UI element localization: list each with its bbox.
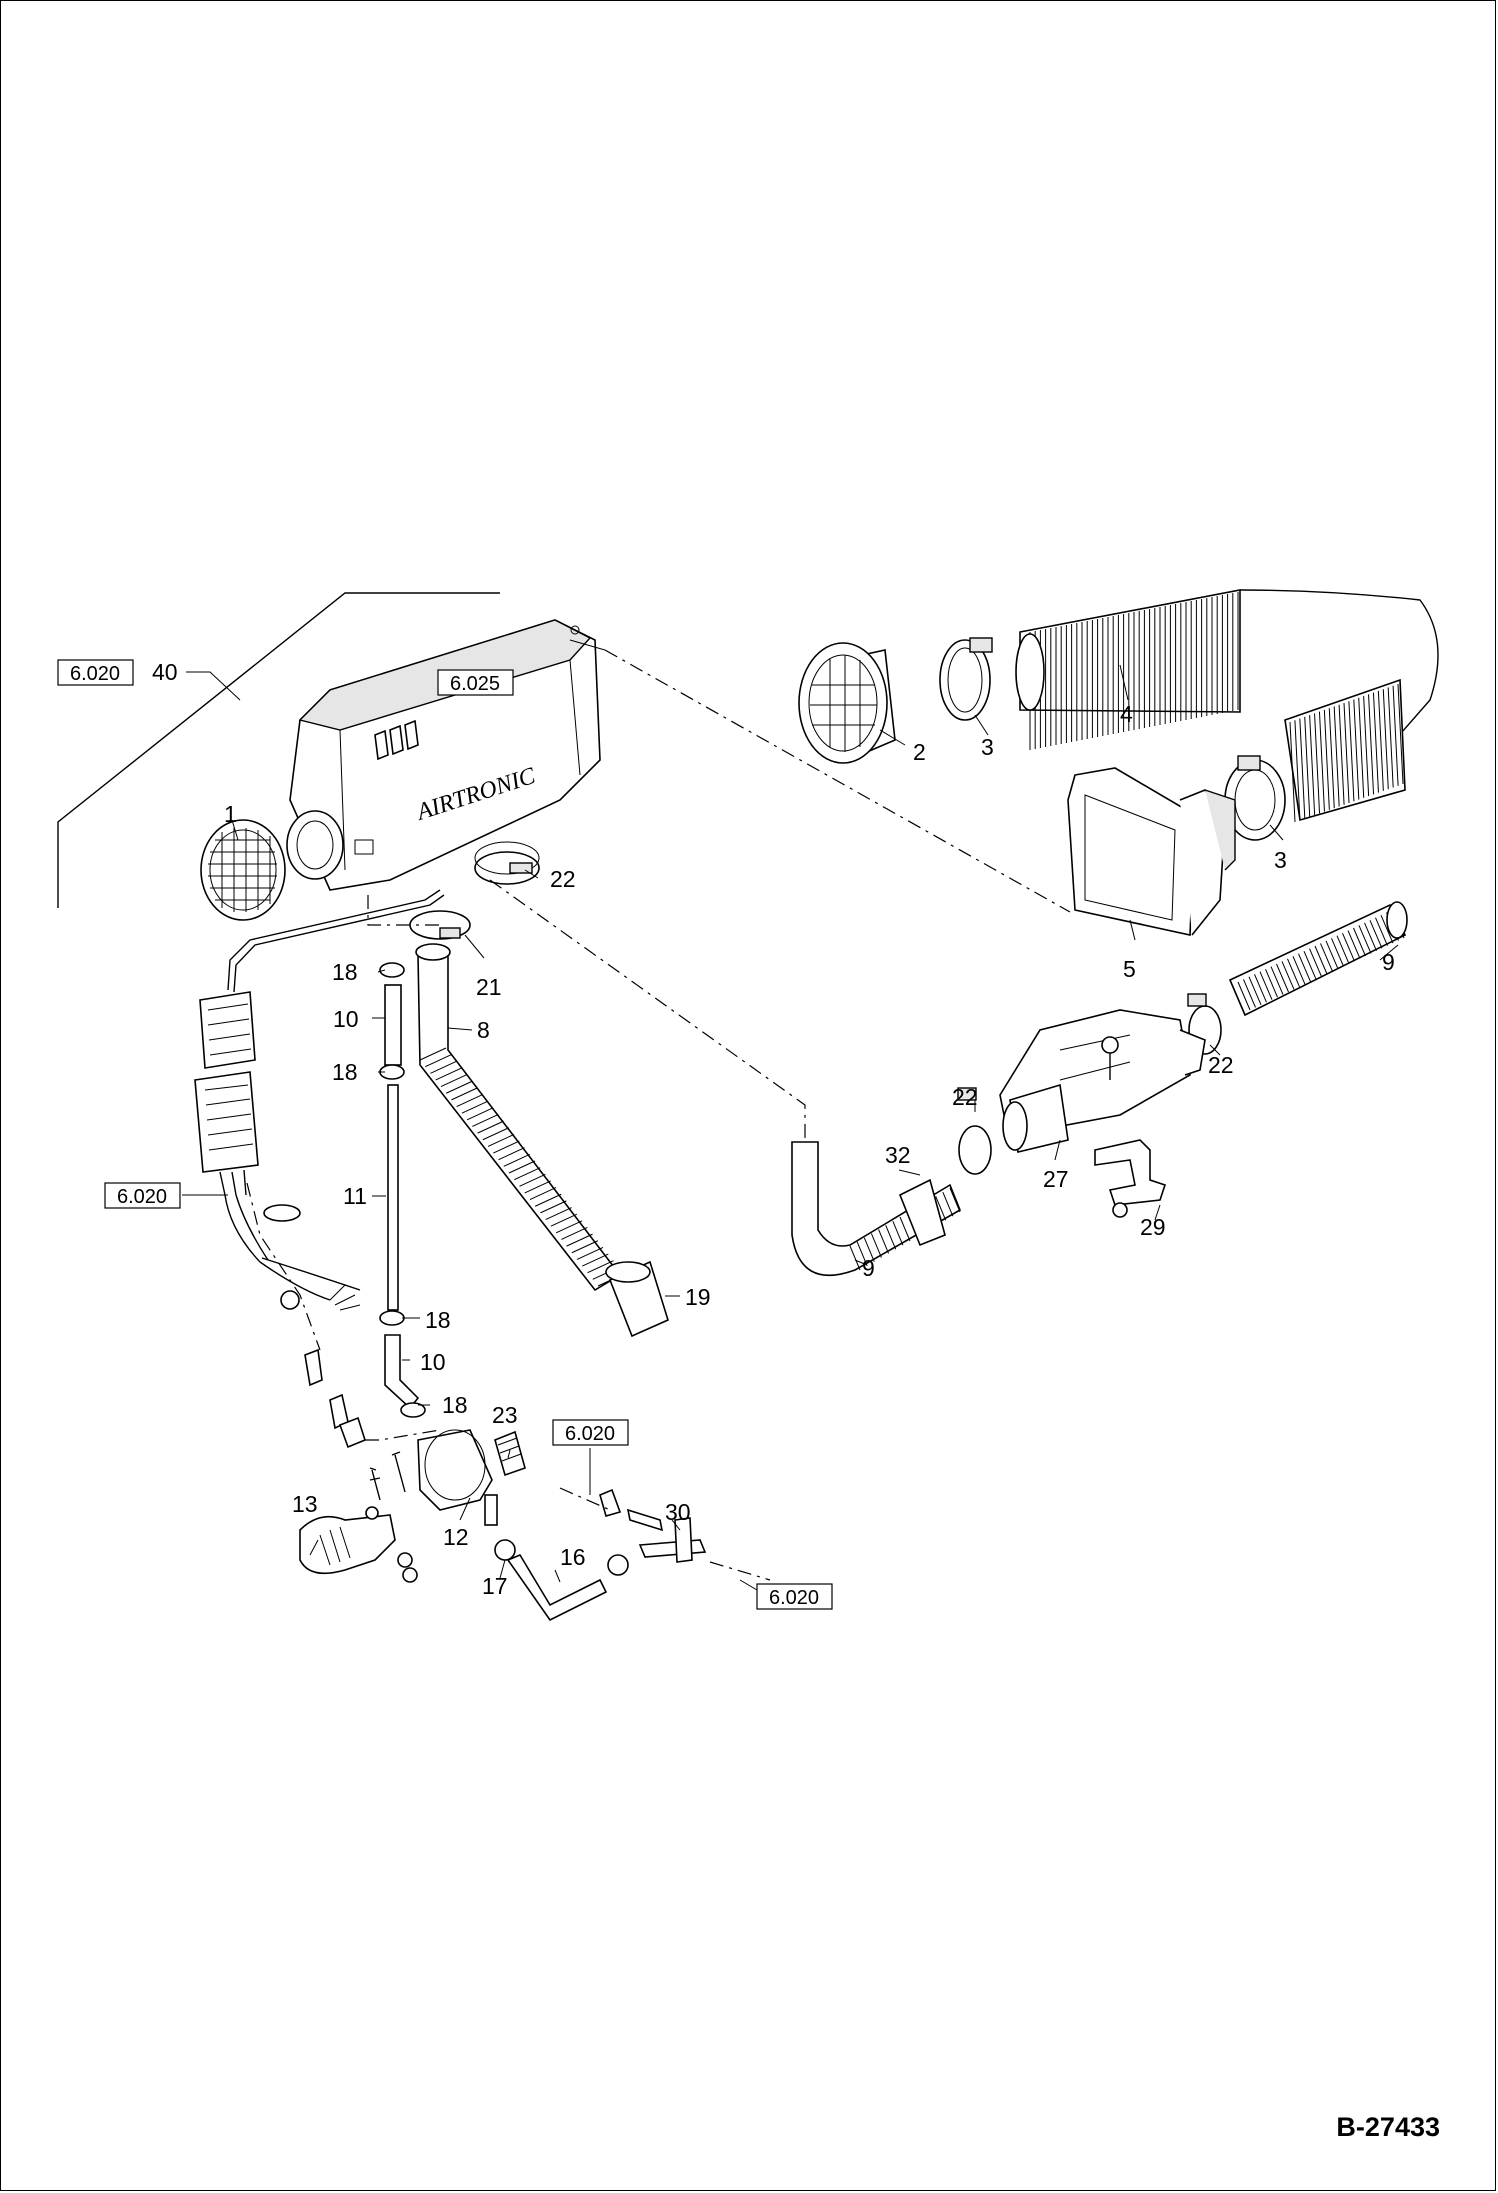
hose-clamp-lower <box>1224 755 1286 841</box>
air-distributor-box <box>1067 767 1236 936</box>
callout-5: 5 <box>1123 956 1136 982</box>
svg-text:6.020: 6.020 <box>565 1423 615 1445</box>
callout-1: 1 <box>224 801 237 827</box>
callout-22c: 22 <box>1208 1052 1234 1078</box>
callout-9b: 9 <box>862 1255 875 1281</box>
tee-connector-30 <box>599 1488 707 1563</box>
exhaust-hose <box>791 1141 962 1277</box>
callout-17: 17 <box>482 1573 508 1599</box>
callout-27: 27 <box>1043 1166 1069 1192</box>
centerline-harness <box>365 1429 441 1441</box>
callout-labels: 40 1 2 3 4 3 5 9 22 21 8 18 10 18 11 18 … <box>152 659 1395 1599</box>
callout-8: 8 <box>477 1017 490 1043</box>
svg-text:6.020: 6.020 <box>117 1186 167 1208</box>
hose-clamp-upper <box>939 637 993 721</box>
document-id: B-27433 <box>1336 2112 1440 2142</box>
callout-18d: 18 <box>442 1392 468 1418</box>
callout-22a: 22 <box>550 866 576 892</box>
callout-10b: 10 <box>420 1349 446 1375</box>
end-cap-19 <box>605 1260 669 1338</box>
callout-16: 16 <box>560 1544 586 1570</box>
callout-29: 29 <box>1140 1214 1166 1240</box>
svg-text:6.020: 6.020 <box>70 663 120 685</box>
callout-12: 12 <box>443 1524 469 1550</box>
callout-30: 30 <box>665 1499 691 1525</box>
callout-11: 11 <box>343 1183 367 1209</box>
callout-2: 2 <box>913 739 926 765</box>
callout-21: 21 <box>476 974 502 1000</box>
fuel-filter-23 <box>494 1430 526 1477</box>
combustion-air-hose <box>1228 901 1408 1017</box>
ref-box-fuel-line-lower: 6.020 <box>756 1583 833 1610</box>
fuel-hose-16 <box>494 1539 629 1622</box>
ref-box-fuel-line-upper: 6.020 <box>552 1419 629 1446</box>
hose-clamp-22-top <box>474 841 540 885</box>
silencer-muffler <box>999 1009 1206 1153</box>
centerline-heater-to-distributor <box>604 649 1071 913</box>
intake-grille <box>200 819 286 921</box>
wiring-harness <box>194 889 445 1449</box>
heater-unit-assembly: AIRTRONIC <box>57 592 606 908</box>
callout-18c: 18 <box>425 1307 451 1333</box>
callout-3b: 3 <box>1274 847 1287 873</box>
heater-exhaust-hose <box>415 943 625 1292</box>
callout-22b: 22 <box>952 1084 978 1110</box>
centerline-fuel <box>367 895 445 926</box>
ref-box-heater-body: 6.025 <box>437 669 514 696</box>
callout-9a: 9 <box>1382 949 1395 975</box>
hose-clamp-22-mid <box>957 1087 992 1175</box>
callout-3a: 3 <box>981 734 994 760</box>
ref-box-heater-unit: 6.020 <box>57 659 134 686</box>
callout-40: 40 <box>152 659 178 685</box>
callout-leaders <box>182 664 1399 1591</box>
fuel-pump <box>417 1429 498 1526</box>
centerline-exhaust <box>489 879 806 1142</box>
air-outlet-nozzle <box>798 642 896 764</box>
callout-19: 19 <box>685 1284 711 1310</box>
pump-bracket <box>299 1451 418 1583</box>
mounting-bracket <box>1094 1139 1167 1218</box>
callout-18b: 18 <box>332 1059 358 1085</box>
callout-32: 32 <box>885 1142 911 1168</box>
svg-text:6.020: 6.020 <box>769 1587 819 1609</box>
callout-13: 13 <box>292 1491 318 1517</box>
fuel-line-assembly <box>379 962 426 1418</box>
callout-18a: 18 <box>332 959 358 985</box>
svg-text:6.025: 6.025 <box>450 673 500 695</box>
callout-23: 23 <box>492 1402 518 1428</box>
ref-box-harness: 6.020 <box>104 1182 181 1209</box>
callout-10a: 10 <box>333 1006 359 1032</box>
callout-4: 4 <box>1120 701 1133 727</box>
ducting-hose <box>1015 589 1439 823</box>
